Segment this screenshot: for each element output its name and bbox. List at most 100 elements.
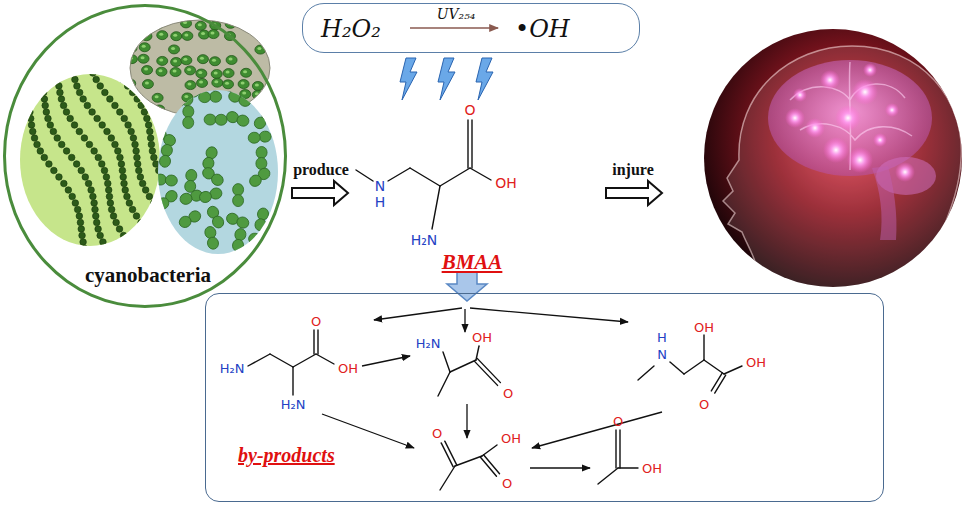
filament-cell	[116, 226, 123, 233]
cell	[238, 80, 249, 89]
cell	[142, 80, 153, 89]
filament-cell	[122, 187, 129, 194]
filament-cell	[55, 76, 62, 83]
filament-cell	[92, 206, 99, 213]
filament-cell	[71, 122, 78, 129]
bond-line	[670, 362, 684, 374]
filament-cell	[53, 63, 60, 70]
pathway-arrow	[362, 356, 410, 366]
filament-cell	[113, 219, 120, 226]
filament-cell	[56, 174, 63, 181]
cell	[198, 190, 213, 204]
bond-line	[356, 170, 373, 181]
bond-line	[482, 445, 497, 456]
cell	[248, 132, 261, 144]
cell	[212, 78, 223, 87]
cell	[259, 131, 272, 143]
filament-cell	[40, 89, 47, 96]
filament-cell	[63, 148, 70, 155]
cell	[139, 43, 150, 52]
filament-cell	[148, 141, 155, 148]
group-heading: by-products	[238, 444, 335, 467]
bond-line	[270, 354, 293, 367]
filament-cell	[74, 83, 81, 90]
cell-pair	[198, 91, 221, 103]
filament-cell	[125, 122, 132, 129]
cell	[152, 93, 163, 102]
bond-line	[440, 168, 470, 186]
filament-cell	[100, 239, 107, 246]
bond-line	[443, 352, 450, 372]
filament-cell	[45, 115, 52, 122]
filament-cell	[134, 161, 141, 168]
filament-cell	[120, 232, 127, 239]
filament-cell	[37, 148, 44, 155]
cell-highlight	[141, 56, 145, 59]
cell	[126, 44, 137, 53]
neuron-glow	[785, 63, 915, 182]
atom-label: OH	[338, 361, 358, 376]
filament-cell	[47, 122, 54, 129]
cell	[179, 192, 194, 206]
reaction-arrow	[410, 27, 498, 28]
filament-cell	[32, 63, 39, 70]
brain-stem	[872, 166, 897, 240]
atom-label: H	[657, 330, 667, 345]
atom-label: O	[613, 414, 623, 429]
cell	[169, 45, 180, 54]
bond-line	[317, 330, 318, 354]
filament-cell	[70, 70, 77, 77]
cell-highlight	[255, 22, 259, 25]
filament-cell	[162, 122, 169, 129]
cell	[154, 105, 165, 114]
filament-cell	[69, 63, 76, 70]
glow-dot	[873, 133, 887, 147]
filament-cell	[76, 128, 83, 135]
cell	[233, 184, 244, 196]
filament-cell	[54, 70, 61, 77]
cell	[156, 67, 167, 76]
filament-cell	[85, 57, 92, 64]
cell-highlight	[183, 58, 187, 61]
bond-line	[471, 120, 472, 168]
bond-line	[477, 359, 500, 383]
filament-cell	[72, 76, 79, 83]
filament-cell	[102, 89, 109, 96]
glow-dot	[820, 70, 840, 90]
hollow-arrows	[292, 181, 662, 205]
filament-cell	[81, 135, 88, 142]
filament-cell	[103, 174, 110, 181]
cell-highlight	[127, 81, 131, 84]
filament-cell	[35, 70, 42, 77]
filament-cell	[80, 239, 87, 246]
filament-cell	[58, 141, 65, 148]
hollow-arrow	[606, 181, 662, 205]
filament-cell	[60, 102, 67, 109]
cell	[138, 54, 149, 63]
cell	[247, 173, 263, 189]
cell	[195, 21, 206, 30]
cell	[185, 66, 196, 75]
filament-cell	[12, 70, 19, 77]
bond-line	[619, 430, 620, 468]
cell	[170, 68, 181, 77]
glow-dot	[895, 162, 915, 182]
filament-cell	[139, 180, 146, 187]
cell	[241, 68, 252, 77]
cell	[204, 114, 216, 125]
filament-cell	[117, 154, 124, 161]
filament-cell	[149, 148, 156, 155]
filament-cell	[89, 109, 96, 116]
cell	[154, 174, 167, 186]
cell	[254, 218, 267, 232]
filament-cell	[26, 102, 33, 109]
cell	[215, 114, 227, 125]
filament-cell	[130, 245, 137, 252]
filament-cell	[95, 154, 102, 161]
cell	[209, 57, 220, 66]
lightning-bolt	[438, 58, 455, 100]
cell	[248, 232, 262, 245]
filament-cell	[31, 135, 38, 142]
cell-highlight	[211, 32, 215, 35]
filament-cell	[42, 102, 49, 109]
